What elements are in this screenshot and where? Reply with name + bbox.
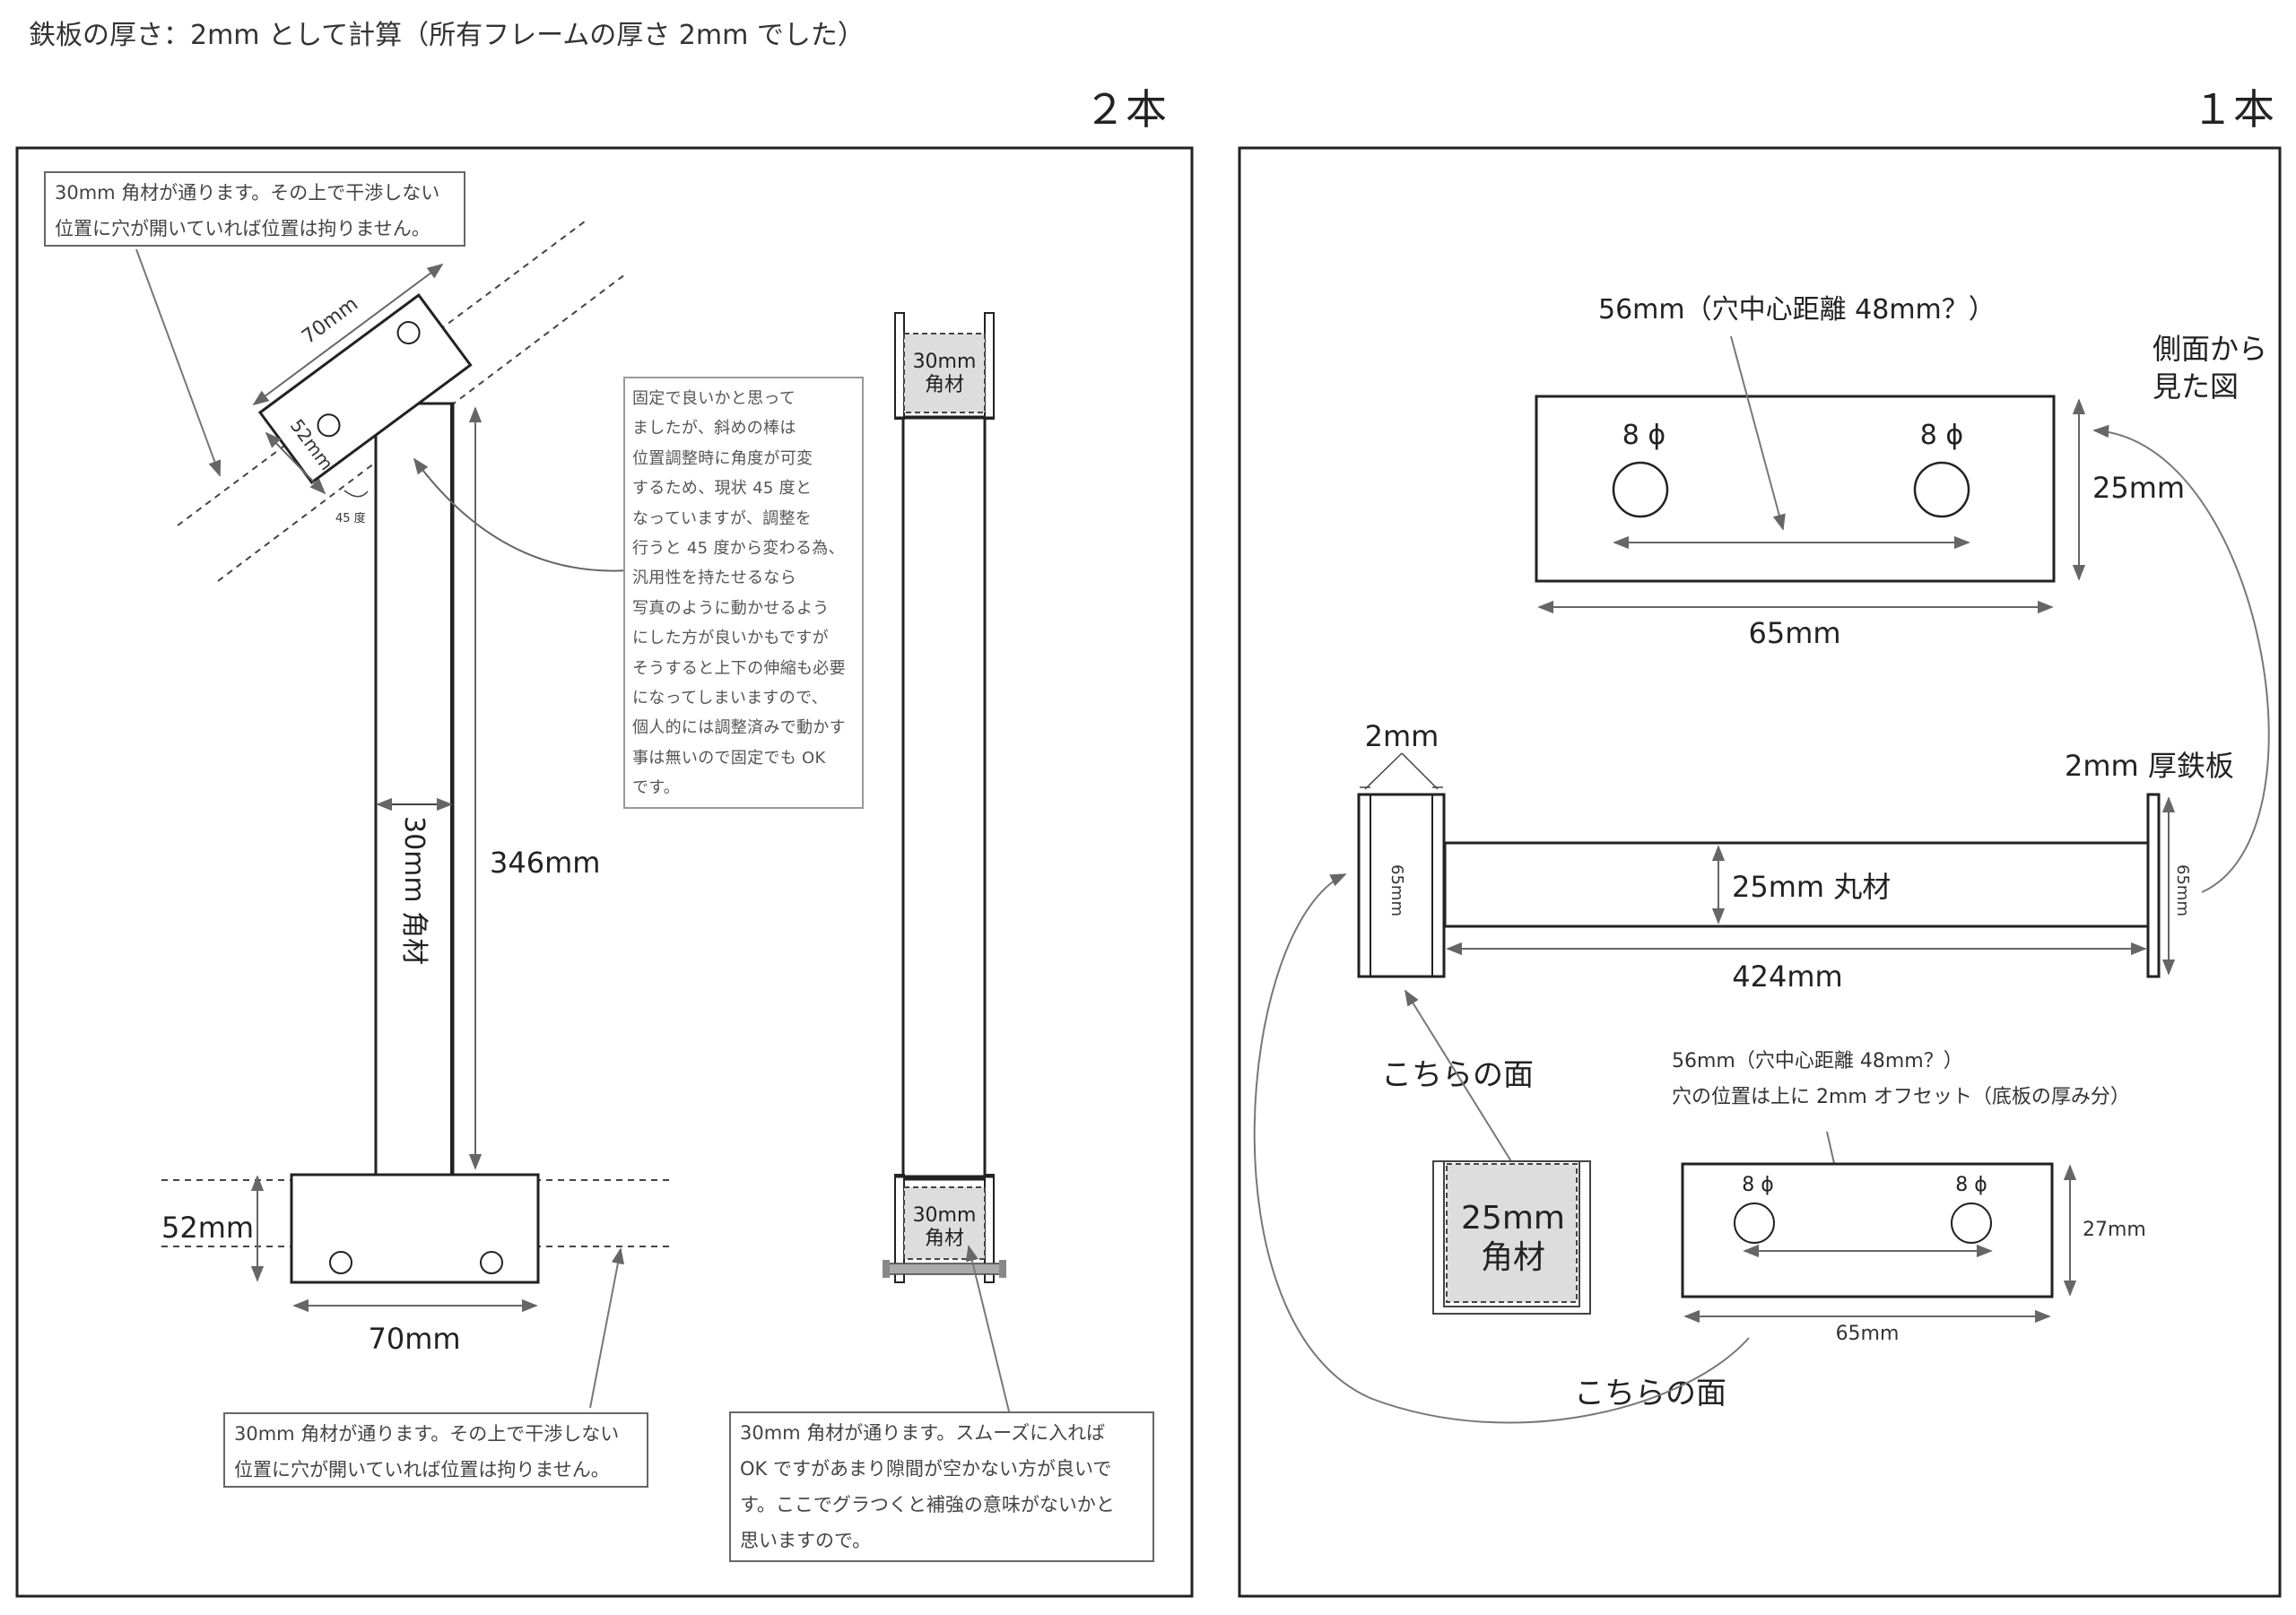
left-panel-title: ２本 (1084, 85, 1167, 134)
top-hole-distance: 56mm（穴中心距離 48mm？） (1598, 294, 1996, 326)
bottom-note-1: 56mm（穴中心距離 48mm？） (1672, 1050, 1963, 1072)
top-plate-width: 65mm (1748, 616, 1840, 650)
bottom-left-note-line: 位置に穴が開いていれば位置は拘りません。 (234, 1459, 610, 1480)
angle-note-line: なっていますが、調整を (632, 508, 813, 528)
bottom-plate (1681, 1162, 2054, 1298)
bottom-left-note-line: 30mm 角材が通ります。その上で干渉しない (234, 1423, 620, 1445)
dim-height: 346mm (490, 846, 600, 880)
bottom-note-2: 穴の位置は上に 2mm オフセット（底板の厚み分） (1672, 1086, 2130, 1108)
round-rod (1443, 841, 2150, 928)
plate-thickness: 2mm (1365, 719, 1439, 753)
square-tube (1432, 1160, 1591, 1315)
bottom-hole-right: 8 ϕ (1955, 1174, 1987, 1196)
plate-label: 2mm 厚鉄板 (2065, 749, 2234, 783)
right-panel-title: １本 (2192, 85, 2274, 134)
face-label-2: こちらの面 (1574, 1376, 1726, 1411)
dim-angle: 45 度 (335, 511, 366, 525)
right-plate-height: 65mm (2173, 864, 2192, 916)
right-panel-frame (1238, 146, 2282, 1598)
angle-note-line: するため、現状 45 度と (632, 479, 813, 499)
top-note: 30mm 角材が通ります。その上で干渉しない 位置に穴が開いていれば位置は拘りま… (44, 171, 465, 247)
bottom-left-note: 30mm 角材が通ります。その上で干渉しない 位置に穴が開いていれば位置は拘りま… (223, 1412, 648, 1488)
top-plate-height: 25mm (2092, 471, 2185, 505)
bottom-right-note-line: 30mm 角材が通ります。スムーズに入れば (740, 1422, 1106, 1444)
side-view-label-1: 側面から (2152, 332, 2267, 366)
left-panel-frame (15, 146, 1194, 1598)
rod-label: 25mm 丸材 (1732, 870, 1891, 904)
dim-post: 30mm 角材 (398, 816, 430, 965)
angle-note-line: 事は無いので固定でも OK (632, 748, 826, 768)
angle-note-line: です。 (632, 778, 681, 798)
angle-note-line: 位置調整時に角度が可変 (632, 448, 813, 468)
bottom-right-note: 30mm 角材が通ります。スムーズに入れば OK ですがあまり隙間が空かない方が… (729, 1411, 1154, 1562)
header-note: 鉄板の厚さ：2mm として計算（所有フレームの厚さ 2mm でした） (29, 20, 865, 51)
dim-base-width: 70mm (368, 1322, 460, 1356)
vertical-tube (883, 312, 1006, 1283)
angle-note: 固定で良いかと思って ましたが、斜めの棒は 位置調整時に角度が可変 するため、現… (623, 377, 864, 809)
bottom-plate-height: 27mm (2083, 1219, 2146, 1241)
tube-top-label-2: 角材 (925, 374, 964, 396)
angle-note-line: 汎用性を持たせるなら (632, 569, 796, 588)
dim-base-height: 52mm (161, 1211, 254, 1245)
angle-note-line: ましたが、斜めの棒は (632, 419, 796, 438)
left-plate-height: 65mm (1387, 864, 1406, 916)
right-end-plate (2146, 793, 2161, 978)
top-hole-left: 8 ϕ (1622, 420, 1665, 451)
vertical-post (374, 402, 455, 1177)
angle-note-line: 固定で良いかと思って (632, 389, 796, 408)
angle-note-line: にした方が良いかもですが (632, 629, 829, 648)
angle-note-line: 行うと 45 度から変わる為、 (632, 539, 845, 559)
top-note-line: 位置に穴が開いていれば位置は拘りません。 (55, 218, 430, 239)
bottom-hole-left: 8 ϕ (1742, 1174, 1774, 1196)
bottom-right-note-line: OK ですがあまり隙間が空かない方が良いで (740, 1458, 1112, 1480)
top-note-line: 30mm 角材が通ります。その上で干渉しない (55, 182, 440, 204)
angle-note-line: 個人的には調整済みで動かす (632, 718, 846, 738)
bottom-right-note-line: す。ここでグラつくと補強の意味がないかと (740, 1494, 1115, 1515)
top-plate (1535, 395, 2056, 583)
dim-angled-width: 70mm (298, 293, 362, 349)
side-view-label-2: 見た図 (2152, 369, 2239, 404)
bottom-plate-width: 65mm (1836, 1323, 1900, 1345)
angle-note-line: 写真のように動かせるよう (632, 598, 830, 618)
angle-note-line: そうすると上下の伸縮も必要 (632, 658, 846, 678)
top-hole-right: 8 ϕ (1920, 420, 1963, 451)
tube-bottom-label-1: 30mm (913, 1204, 977, 1227)
base-plate (290, 1173, 540, 1284)
square-tube-label-2: 角材 (1481, 1239, 1545, 1276)
square-tube-label-1: 25mm (1461, 1200, 1565, 1237)
tube-top-label-1: 30mm (913, 351, 977, 373)
bottom-right-note-line: 思いますので。 (740, 1530, 872, 1551)
angle-note-line: になってしまいますので、 (632, 689, 828, 708)
rod-length: 424mm (1732, 959, 1842, 994)
tube-bottom-label-2: 角材 (925, 1228, 964, 1250)
